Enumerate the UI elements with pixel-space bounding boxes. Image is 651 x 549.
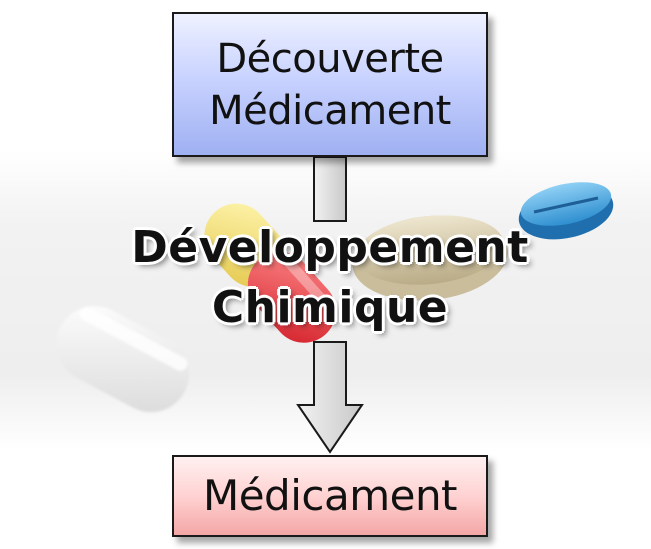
white-capsule [56, 306, 189, 413]
process-label-line1: Développement [131, 222, 529, 273]
blue-tablet [518, 182, 614, 240]
discovery-box-line2: Médicament [209, 87, 451, 134]
process-label: Développement Chimique [80, 218, 580, 338]
medication-box: Médicament [172, 455, 488, 537]
yellow-red-capsule [204, 203, 336, 343]
discovery-box-line1: Découverte [216, 35, 444, 82]
discovery-box: Découverte Médicament [172, 12, 488, 157]
beige-tablet [352, 215, 508, 301]
medication-box-label: Médicament [202, 471, 458, 520]
process-label-line2: Chimique [211, 282, 449, 333]
